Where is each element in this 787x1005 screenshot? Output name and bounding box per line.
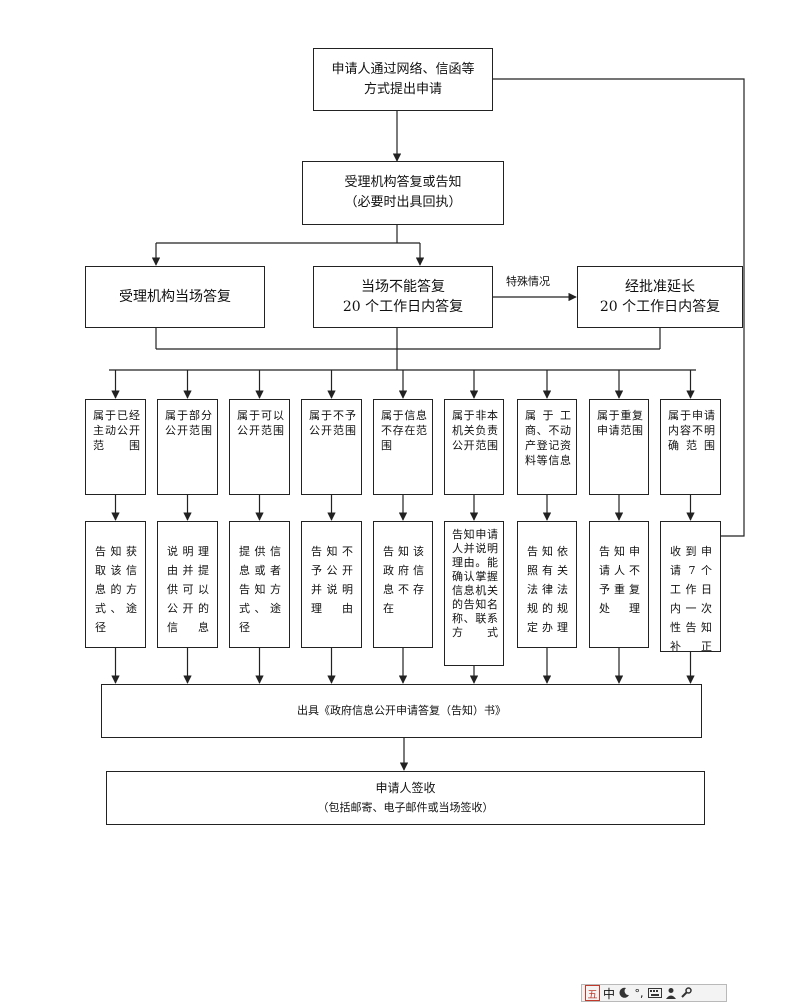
category-box-partial-disclosure: 属于部分公开范围 [157,399,218,495]
ime-logo-icon[interactable]: 五 [585,985,600,1001]
extended-box: 经批准延长 20 个工作日内答复 [577,266,743,328]
ime-toolbar[interactable]: 五 中 °, [581,984,727,1002]
within20-box-line2: 20 个工作日内答复 [342,299,464,315]
response-box-partial-disclosure: 说明理由并提供可以公开的信息 [157,521,218,648]
category-box-repeat-application: 属于重复申请范围 [589,399,649,495]
keyboard-icon[interactable] [648,986,663,1000]
accept-box-line1: 受理机构答复或告知 [344,175,462,190]
response-box-unclear-content: 收到申请 7 个工作日内一次性告知补正 [660,521,721,652]
issue-box-text: 出具《政府信息公开申请答复（告知）书》 [297,704,506,717]
accept-box-line2: （必要时出具回执） [344,195,462,210]
category-box-registration-info: 属于工商、不动产登记资料等信息 [517,399,577,495]
start-box: 申请人通过网络、信函等 方式提出申请 [313,48,493,111]
response-box-active-disclosed: 告知获取该信息的方式、途径 [85,521,146,648]
user-icon[interactable] [665,986,677,1000]
extended-box-line1: 经批准延长 [625,279,695,295]
category-box-active-disclosed: 属于已经主动公开范围 [85,399,146,495]
response-box-can-disclose: 提供信息或者告知方式、途径 [229,521,290,648]
sign-box-line2: （包括邮寄、电子邮件或当场签收） [317,801,494,814]
sign-box-line1: 申请人签收 [375,781,436,795]
onsite-box-line1: 受理机构当场答复 [119,289,231,305]
within20-box-line1: 当场不能答复 [361,279,445,295]
moon-icon[interactable] [618,986,630,1000]
accept-box: 受理机构答复或告知 （必要时出具回执） [302,161,504,225]
start-box-line1: 申请人通过网络、信函等 [331,61,475,77]
sign-box: 申请人签收 （包括邮寄、电子邮件或当场签收） [106,771,705,825]
response-box-repeat-application: 告知申请人不予重复处理 [589,521,649,648]
category-box-other-authority: 属于非本机关负责公开范围 [444,399,504,495]
response-box-not-exist: 告知该政府信息不存在 [373,521,433,648]
ime-mode-toggle[interactable]: 中 [603,986,616,1001]
category-box-unclear-content: 属于申请内容不明确范围 [660,399,721,495]
onsite-box: 受理机构当场答复 [85,266,265,328]
category-box-not-disclosed: 属于不予公开范围 [301,399,362,495]
within20-box: 当场不能答复 20 个工作日内答复 [313,266,493,328]
start-box-line2: 方式提出申请 [363,81,442,97]
punctuation-icon[interactable]: °, [634,986,644,1000]
response-box-registration-info: 告知依照有关法律法规的规定办理 [517,521,577,648]
extended-box-line2: 20 个工作日内答复 [599,299,721,315]
category-box-can-disclose: 属于可以公开范围 [229,399,290,495]
wrench-icon[interactable] [680,986,692,1000]
special-case-label: 特殊情况 [506,275,550,288]
issue-box: 出具《政府信息公开申请答复（告知）书》 [101,684,702,738]
response-box-other-authority: 告知申请人并说明理由。能确认掌握信息机关的告知名称、联系方式 [444,521,504,666]
category-box-not-exist: 属于信息不存在范围 [373,399,433,495]
response-box-not-disclosed: 告知不予公开并说明理由 [301,521,362,648]
